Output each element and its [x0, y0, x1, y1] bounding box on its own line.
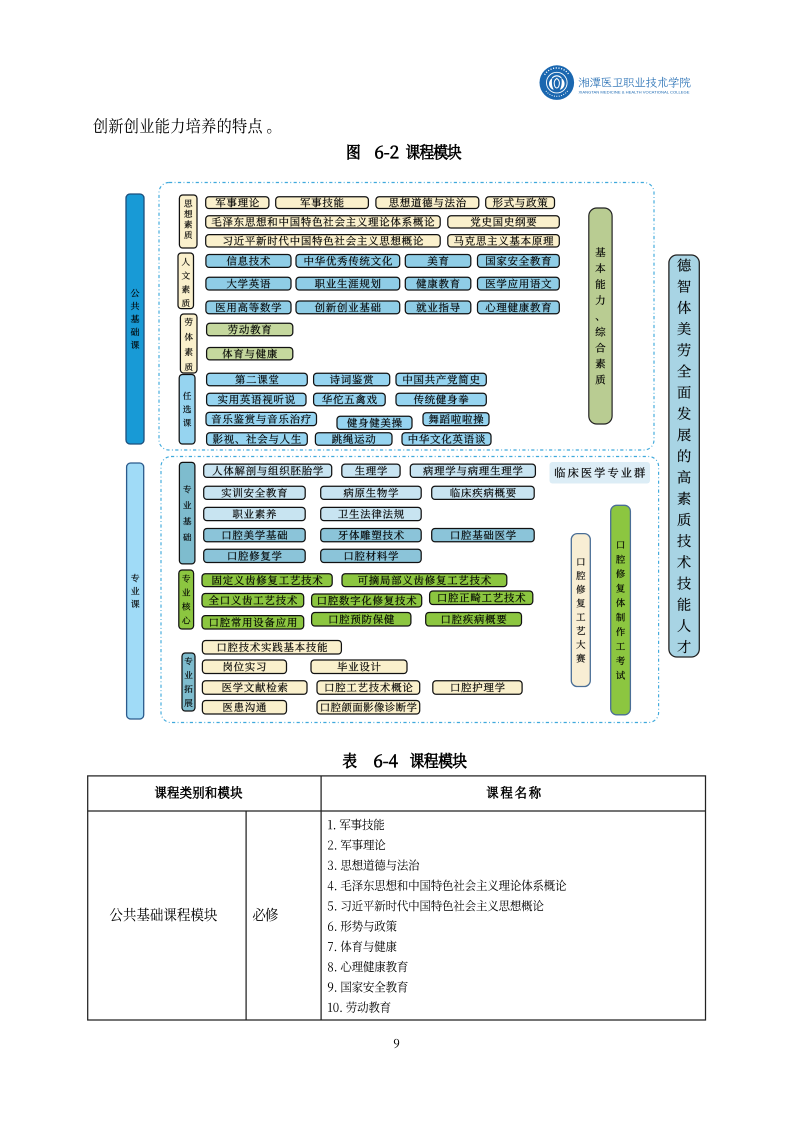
- svg-text:XIANGTAN MEDICINE & HEALTH VOC: XIANGTAN MEDICINE & HEALTH VOCATIONAL CO…: [579, 91, 691, 95]
